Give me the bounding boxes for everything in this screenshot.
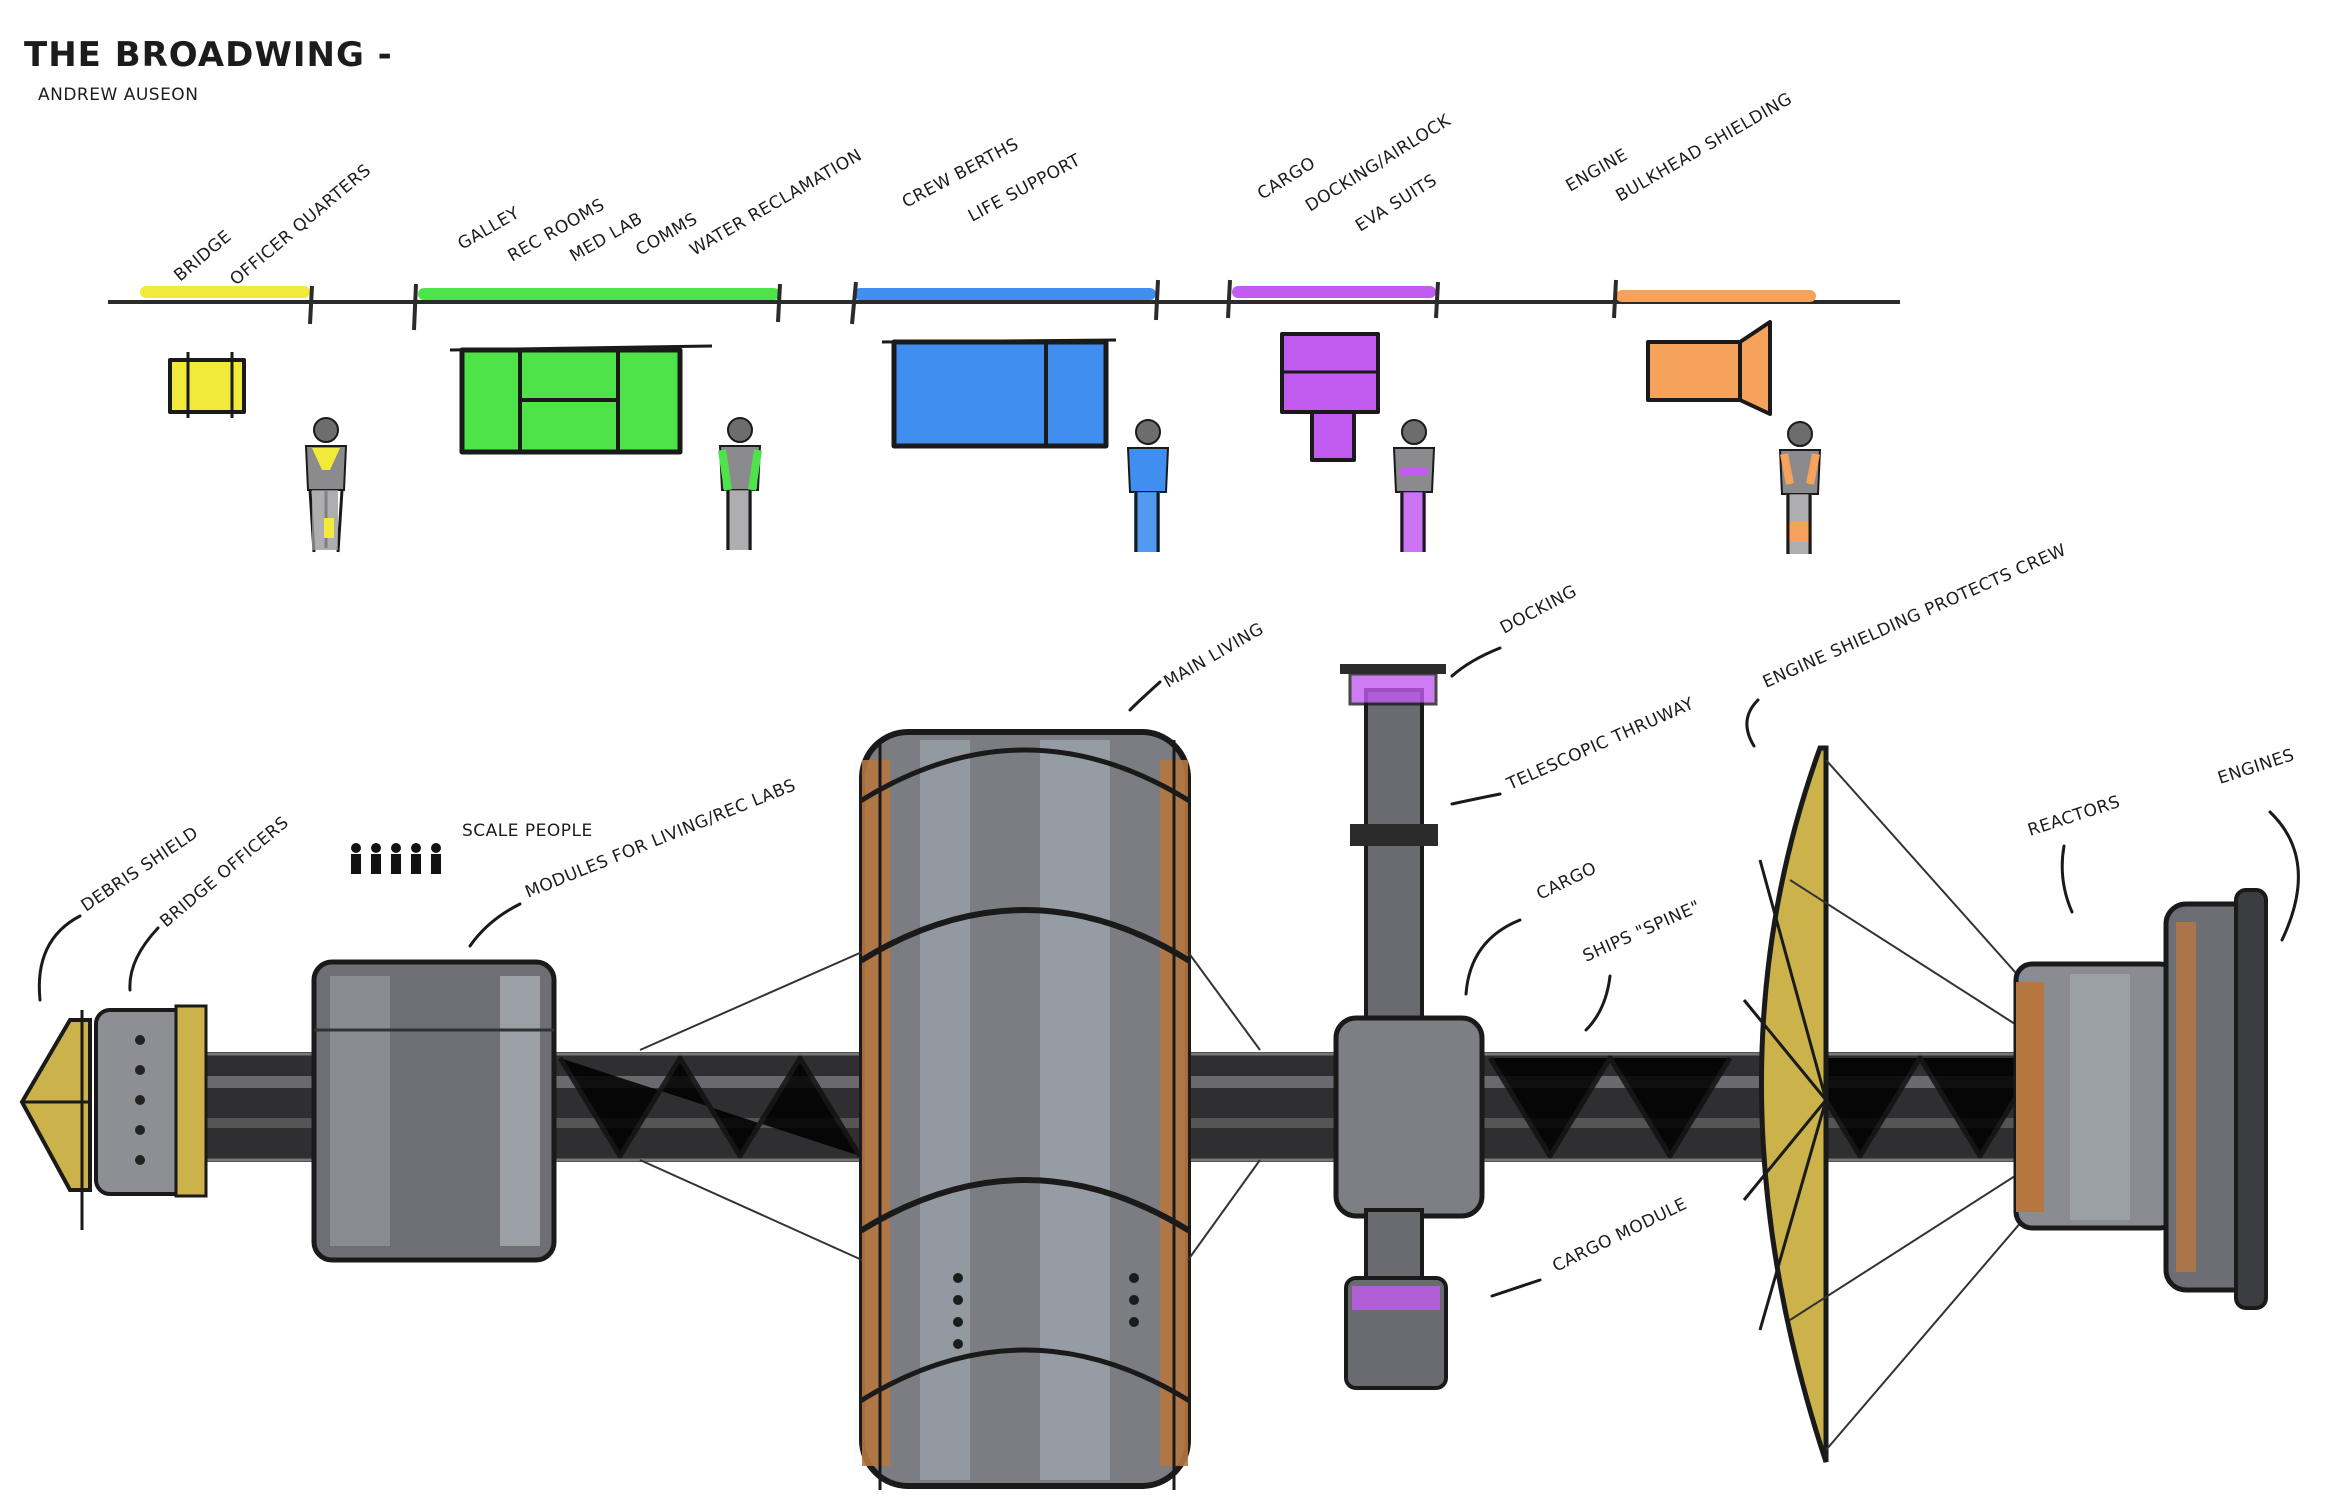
main-living-cylinder [639, 729, 1261, 1490]
hand-drawn-arrow-icon [1490, 1278, 1542, 1298]
hand-drawn-arrow-icon [1128, 680, 1162, 712]
section-timeline [108, 279, 1900, 331]
module-box-cargo [1280, 332, 1380, 462]
note-reactors: REACTORS [2025, 792, 2123, 841]
crew-figure-icon [1778, 421, 1822, 554]
scale-people-row [351, 843, 441, 874]
note-cargo-module: CARGO MODULE [1549, 1194, 1690, 1276]
module-box-galley [449, 344, 713, 455]
note-cargo: CARGO [1533, 858, 1600, 904]
label-water-reclamation: WATER RECLAMATION [687, 145, 866, 260]
timeline-segment-crew [854, 288, 1156, 300]
author-name: ANDREW AUSEON [38, 85, 198, 105]
note-spine: SHIPS "SPINE" [1580, 897, 1704, 967]
hand-drawn-arrow-icon [468, 902, 522, 948]
hand-drawn-arrow-icon [1745, 698, 1760, 748]
hand-drawn-arrow-icon [1450, 646, 1502, 678]
docking-port [1340, 664, 1446, 706]
module-box-bridge [168, 352, 246, 418]
timeline-ticks [308, 279, 1618, 331]
label-officer-quarters: OFFICER QUARTERS [226, 160, 375, 289]
reactor-block [2013, 961, 2179, 1231]
title-block: THE BROADWING - ANDREW AUSEON [24, 35, 393, 105]
hand-drawn-arrow-icon [1450, 792, 1502, 806]
debris-shield [19, 1010, 92, 1230]
engine-nozzle [2163, 888, 2268, 1310]
hand-drawn-arrow-icon [2060, 844, 2074, 914]
timeline-segment-galley [418, 288, 780, 300]
hand-drawn-arrow-icon [37, 914, 82, 1002]
crew-figure-icon [304, 417, 348, 553]
living-module [311, 959, 557, 1263]
module-box-crew [881, 338, 1117, 449]
hand-drawn-arrow-icon [2268, 810, 2300, 942]
note-bridge-officers: BRIDGE OFFICERS [156, 813, 293, 932]
cargo-module [1344, 1276, 1448, 1390]
crew-figures [304, 417, 1822, 554]
timeline-segment-cargo [1232, 286, 1436, 298]
note-main-living: MAIN LIVING [1161, 619, 1268, 692]
ship-illustration [19, 664, 2268, 1490]
module-box-engine [1646, 320, 1772, 416]
crew-figure-icon [1126, 419, 1170, 552]
bridge-section [94, 1004, 208, 1198]
label-bridge: BRIDGE [170, 226, 235, 285]
note-scale-people: SCALE PEOPLE [462, 821, 593, 841]
hand-drawn-arrow-icon [1464, 918, 1522, 996]
label-bulkhead-shielding: BULKHEAD SHIELDING [1613, 89, 1796, 206]
page-title: THE BROADWING - [24, 35, 393, 75]
timeline-segment-engine [1616, 290, 1816, 302]
note-engine-shielding: ENGINE SHIELDING PROTECTS CREW [1760, 540, 2070, 692]
timeline-segment-bridge [140, 286, 310, 298]
hand-drawn-arrow-icon [1584, 974, 1612, 1032]
note-engines: ENGINES [2215, 745, 2297, 789]
note-telescopic: TELESCOPIC THRUWAY [1503, 694, 1698, 795]
crew-figure-icon [1392, 419, 1436, 552]
engine-shield-dish [1742, 745, 2041, 1463]
crew-figure-icon [718, 417, 762, 550]
module-boxes [168, 320, 1772, 462]
section-labels: BRIDGE OFFICER QUARTERS GALLEY REC ROOMS… [170, 89, 1795, 290]
note-docking: DOCKING [1497, 581, 1580, 638]
cargo-hub [1333, 688, 1485, 1304]
label-docking-airlock: DOCKING/AIRLOCK [1302, 110, 1455, 216]
hand-drawn-arrow-icon [128, 926, 160, 992]
